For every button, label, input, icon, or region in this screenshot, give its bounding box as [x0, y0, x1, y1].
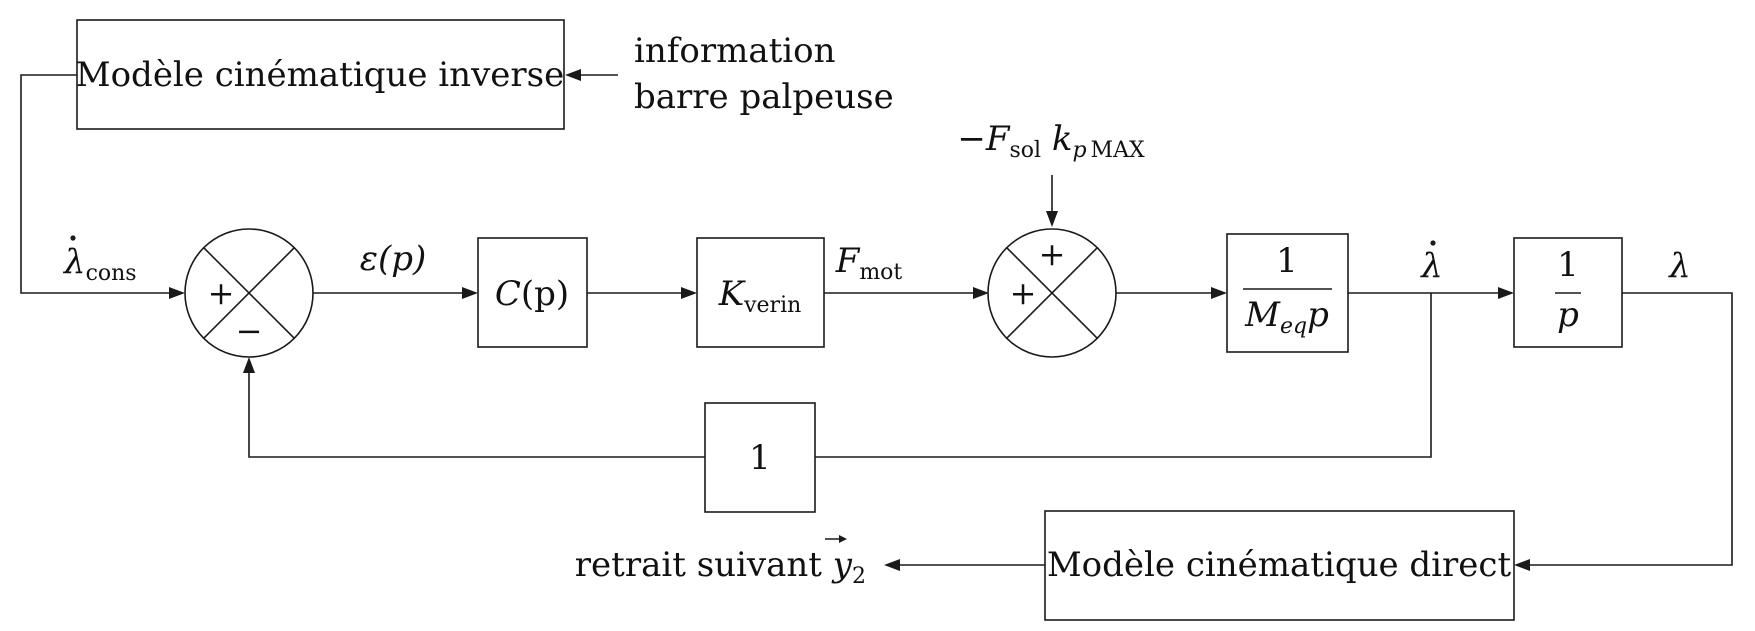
plant-den-subscript: eq — [1280, 314, 1307, 339]
summing-junction-error — [184, 228, 314, 358]
feedback-gain-block — [704, 402, 816, 513]
gain-symbol: K — [718, 274, 747, 314]
disturbance-minus: − — [957, 119, 986, 159]
integrator-denominator: p — [1557, 295, 1579, 335]
arrowhead-gain-input — [681, 287, 697, 299]
inverse-kinematic-model-block — [76, 19, 565, 130]
sum2-plus-sign-left: + — [1010, 274, 1037, 312]
actuator-gain-block — [696, 237, 825, 348]
gain-subscript: verin — [743, 293, 801, 318]
plant-den-symbol: M — [1244, 295, 1281, 335]
vector-arrow-icon — [825, 535, 847, 543]
signal-lambda-dot: λ — [1419, 246, 1443, 286]
sum2-plus-sign-top: + — [1039, 235, 1066, 273]
epsilon-arg: (p) — [378, 239, 426, 279]
retraction-output-label: retrait suivant y2 — [575, 545, 866, 589]
plant-block — [1226, 233, 1349, 353]
actuator-gain-label: Kverin — [718, 274, 802, 318]
disturbance-k: k — [1052, 119, 1073, 159]
arrowhead-inverse-input — [565, 69, 581, 81]
disturbance-f: F — [985, 119, 1011, 159]
arrowhead-plant-input — [1211, 287, 1227, 299]
plant-denominator: Meqp — [1244, 295, 1329, 339]
lambda-cons-symbol: λ — [62, 242, 86, 282]
arrowhead-sum1-left — [169, 287, 185, 299]
wire-integrator-to-direct — [1523, 292, 1733, 566]
arrowhead-sum2-top — [1046, 211, 1058, 227]
signal-f-mot: Fmot — [835, 241, 903, 285]
retraction-subscript: 2 — [852, 564, 866, 589]
retraction-text: retrait suivant — [575, 545, 833, 585]
disturbance-k-sub-max: MAX — [1091, 138, 1145, 163]
signal-lambda: λ — [1667, 246, 1691, 286]
sum1-minus-sign: − — [236, 312, 263, 350]
disturbance-k-sub-p: p — [1072, 138, 1086, 163]
arrowhead-output — [884, 559, 900, 571]
direct-kinematic-model-block — [1044, 510, 1515, 621]
plant-numerator: 1 — [1276, 241, 1298, 281]
wire-feedback-to-sum1 — [248, 370, 705, 458]
feedback-gain-label: 1 — [749, 438, 771, 478]
direct-model-label: Modèle cinématique direct — [1047, 545, 1512, 585]
arrowhead-sum1-bottom — [243, 357, 255, 373]
lambda-cons-subscript: cons — [86, 261, 137, 286]
inverse-model-label: Modèle cinématique inverse — [76, 55, 564, 95]
signal-lambda-cons: λcons — [62, 242, 137, 286]
retraction-symbol: y — [831, 545, 853, 585]
controller-block — [477, 237, 588, 348]
arrowhead-sum2-left — [973, 287, 989, 299]
plant-den-variable: p — [1307, 295, 1329, 335]
sum1-plus-sign: + — [208, 274, 235, 312]
disturbance-f-subscript: sol — [1009, 138, 1041, 163]
bumper-info-line2: barre palpeuse — [634, 77, 894, 117]
lambda-dot-dot — [1430, 240, 1436, 246]
arrowhead-integrator-input — [1498, 287, 1514, 299]
controller-arg: (p) — [521, 274, 569, 314]
f-mot-subscript: mot — [859, 260, 902, 285]
f-mot-symbol: F — [835, 241, 861, 281]
arrowhead-controller-input — [462, 287, 478, 299]
controller-symbol: C — [495, 274, 521, 314]
integrator-numerator: 1 — [1557, 245, 1579, 285]
signal-epsilon: ε(p) — [360, 239, 427, 279]
lambda-cons-dot — [70, 235, 76, 241]
controller-label: C(p) — [495, 274, 569, 314]
epsilon-symbol: ε — [360, 239, 378, 279]
wire-feedback-return — [815, 293, 1432, 458]
wire-inverse-to-sum1 — [20, 74, 172, 294]
summing-junction-force — [987, 228, 1117, 358]
arrowhead-direct-input — [1514, 559, 1530, 571]
bumper-info-line1: information — [634, 31, 836, 71]
